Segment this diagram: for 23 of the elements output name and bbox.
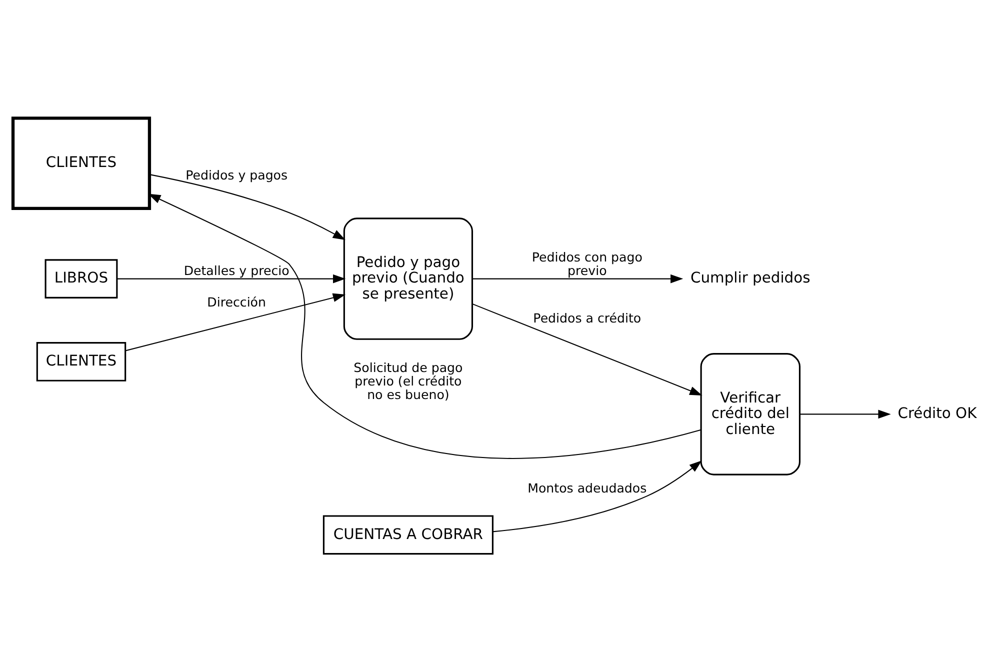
node-box: Verificar crédito del cliente bbox=[700, 352, 801, 475]
node-box: LIBROS bbox=[44, 258, 118, 298]
node-box: CLIENTES bbox=[11, 116, 152, 210]
arrow bbox=[125, 292, 346, 351]
arrow bbox=[472, 274, 684, 283]
edge-label: Pedidos y pagos bbox=[186, 167, 288, 182]
node-box: CUENTAS A COBRAR bbox=[322, 514, 494, 554]
edge-label: Detalles y precio bbox=[184, 262, 290, 278]
edge-label: Solicitud de pago previo (el crédito no es bueno) bbox=[354, 359, 463, 402]
arrow bbox=[117, 274, 346, 283]
arrow bbox=[492, 460, 702, 532]
edge-label: Pedidos con pago previo bbox=[532, 249, 642, 278]
node-box: CLIENTES bbox=[36, 342, 126, 381]
edge-label: Pedidos a crédito bbox=[533, 310, 642, 325]
node-box: Pedido y pago previo (Cuando se presente) bbox=[343, 217, 474, 340]
arrow bbox=[800, 409, 891, 418]
node-text: Cumplir pedidos bbox=[690, 269, 810, 286]
arrow bbox=[472, 302, 702, 395]
edge-label: Montos adeudados bbox=[528, 480, 647, 495]
arrow bbox=[150, 174, 346, 240]
arrow bbox=[148, 193, 702, 458]
edge-label: Dirección bbox=[207, 294, 266, 310]
node-text: Crédito OK bbox=[898, 404, 977, 422]
